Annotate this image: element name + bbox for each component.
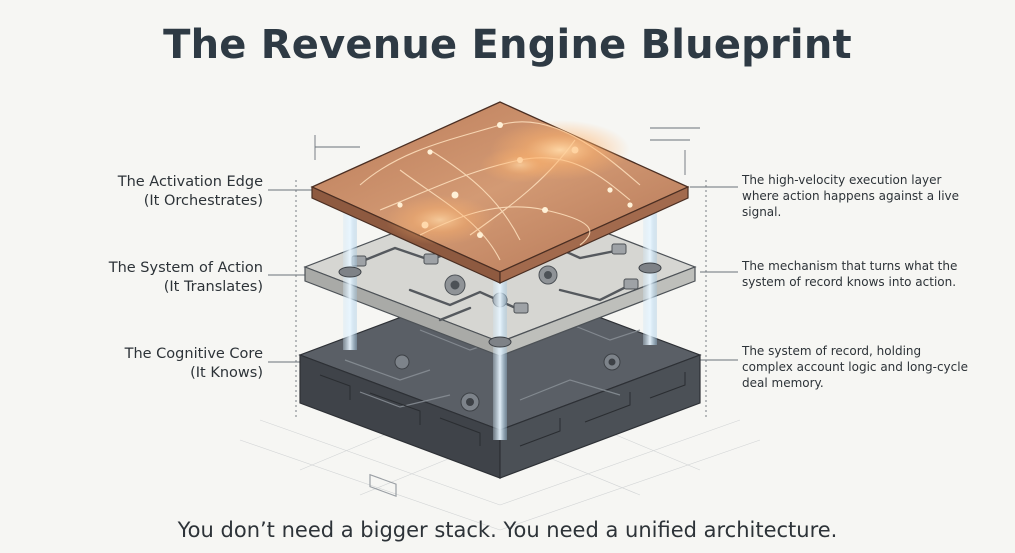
layer-name: The System of Action: [108, 260, 263, 276]
page-title: The Revenue Engine Blueprint: [163, 22, 852, 68]
layer-role: (It Orchestrates): [143, 193, 263, 209]
leader-lines: [268, 127, 738, 420]
layer-name: The Cognitive Core: [124, 346, 263, 362]
layer-description-cognitive-core: The system of record, holding complex ac…: [742, 344, 968, 390]
activation-edge-layer: [310, 101, 690, 284]
layer-description-activation-edge: The high-velocity execution layer where …: [742, 173, 960, 219]
layer-label-activation-edge: The Activation Edge (It Orchestrates): [118, 173, 263, 211]
gear-icon: [394, 353, 621, 412]
layer-label-cognitive-core: The Cognitive Core (It Knows): [125, 345, 263, 383]
layer-description-system-of-action: The mechanism that turns what the system…: [742, 259, 958, 289]
layer-role: (It Knows): [190, 365, 263, 381]
layer-name: The Activation Edge: [117, 174, 263, 190]
layer-label-system-of-action: The System of Action (It Translates): [109, 259, 263, 297]
tagline: You don’t need a bigger stack. You need …: [177, 518, 838, 542]
layer-role: (It Translates): [163, 279, 263, 295]
